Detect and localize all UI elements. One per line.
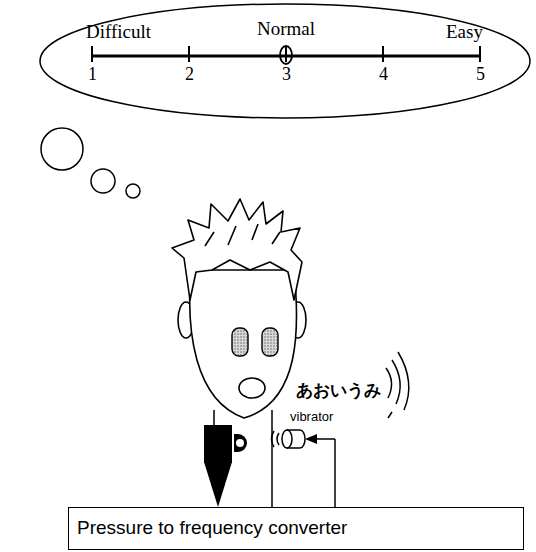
mouth [239,378,265,398]
scale-number: 2 [185,64,194,85]
scale-number: 4 [379,64,388,85]
box-label: Pressure to frequency converter [77,517,347,539]
eye [232,328,248,356]
vibrator-symbol [272,430,306,448]
scale-label: Normal [257,18,315,40]
spoken-phrase: あおいうみ [296,381,381,401]
thought-circle [41,128,83,170]
wire [314,438,335,440]
scale-number: 3 [282,64,291,85]
scale-label: Difficult [86,21,151,43]
sound-waves [386,352,409,418]
scale-number: 1 [88,64,97,85]
neck-line [271,410,273,507]
wire [334,439,336,507]
scale-label: Easy [446,21,483,43]
pressure-sensor [204,425,247,507]
head [172,199,306,418]
thought-circle [91,169,115,193]
part-name: vibrator [290,410,333,425]
eye [262,328,278,356]
thought-circle [126,184,140,198]
scale-number: 5 [476,64,485,85]
thought-bubble: Difficult Normal Easy 1 2 3 4 5 [0,0,536,124]
converter-box: Pressure to frequency converter [68,507,524,550]
arrowhead [305,434,317,444]
